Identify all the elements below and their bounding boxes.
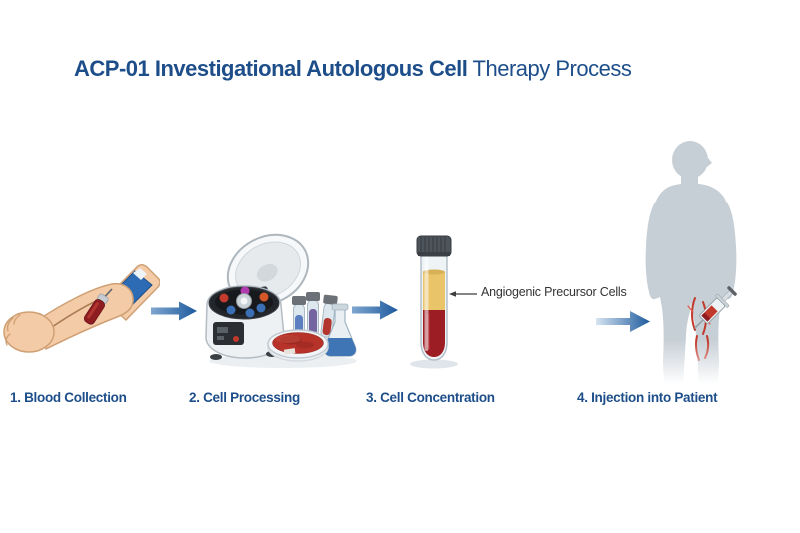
tourniquet-clip xyxy=(133,268,147,280)
blood-separation-tube-illustration xyxy=(400,224,480,374)
tube-svg xyxy=(410,235,458,369)
flow-arrow-icon xyxy=(352,299,400,321)
fade-overlay xyxy=(633,337,793,392)
annotation-arrow-icon xyxy=(448,287,478,299)
blood-collection-tube xyxy=(83,293,109,325)
annotation-label: Angiogenic Precursor Cells xyxy=(481,285,627,299)
shadow xyxy=(410,359,458,369)
title-rest: Therapy Process xyxy=(467,56,632,81)
centrifuge-svg xyxy=(205,233,357,368)
centrifuge-illustration xyxy=(188,226,368,376)
foot xyxy=(210,354,222,360)
flow-arrow-icon xyxy=(151,300,199,322)
finger-lines xyxy=(5,314,21,346)
petri-dish xyxy=(267,329,329,362)
arm-blood-draw-illustration xyxy=(0,258,161,368)
arm-illustration-svg xyxy=(3,263,161,353)
step-label-cell-processing: 2. Cell Processing xyxy=(189,390,300,405)
start-button xyxy=(233,336,239,342)
step-label-cell-concentration: 3. Cell Concentration xyxy=(366,390,495,405)
flow-arrow-icon xyxy=(596,309,652,334)
glass-highlight xyxy=(424,256,429,351)
syringe-icon xyxy=(694,286,737,329)
tube-cap xyxy=(416,235,452,257)
page-title: ACP-01 Investigational Autologous Cell T… xyxy=(74,56,632,82)
fist xyxy=(3,311,55,353)
step-label-blood-collection: 1. Blood Collection xyxy=(10,390,127,405)
step-label-injection-into-patient: 4. Injection into Patient xyxy=(577,390,718,405)
control-panel xyxy=(213,322,244,345)
patient-svg xyxy=(633,141,793,392)
title-emphasis: ACP-01 Investigational Autologous Cell xyxy=(74,56,468,81)
rotor xyxy=(208,286,280,320)
patient-injection-illustration xyxy=(633,132,793,392)
